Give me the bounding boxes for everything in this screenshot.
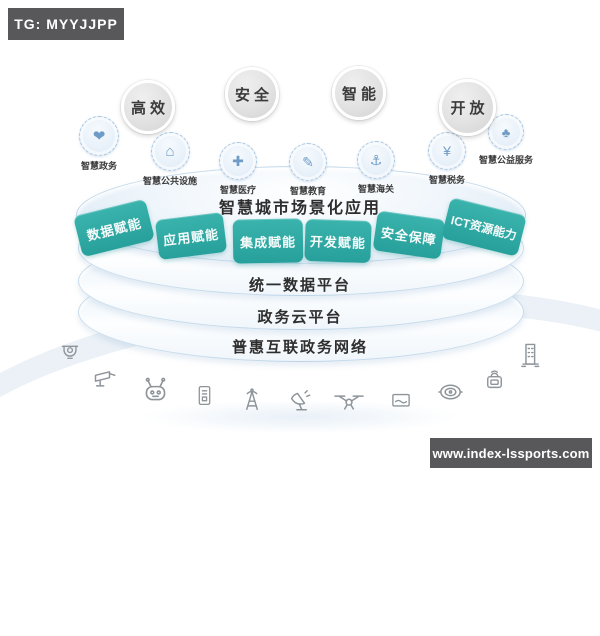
service-label: 智慧税务 [428,175,465,185]
layer-label-unified-data-platform: 统一数据平台 [248,277,351,294]
value-bubble-intelligent: 智能 [332,66,386,120]
education-globe-icon: ✎ [289,143,327,181]
smart-camera-icon [481,366,508,393]
service-smart-taxation: ¥ 智慧税务 [415,132,479,186]
service-label: 智慧海关 [357,184,394,194]
capability-application-enablement: 应用赋能 [154,212,228,260]
capability-integration-enablement: 集成赋能 [232,218,304,264]
display-screen-icon [388,387,414,413]
service-smart-public-welfare: ♣ 智慧公益服务 [472,114,540,166]
service-smart-healthcare: ✚ 智慧医疗 [206,142,270,196]
service-smart-education: ✎ 智慧教育 [276,143,340,197]
heart-hands-globe-icon: ❤ [79,116,119,156]
service-smart-public-facilities: ⌂ 智慧公共设施 [133,132,207,187]
telegram-watermark-tag: TG: MYYJJPP [8,8,124,40]
drone-icon [332,388,366,414]
robot-vacuum-icon [436,379,465,405]
capability-development-enablement: 开发赋能 [304,218,372,264]
service-smart-government: ❤ 智慧政务 [67,116,131,172]
kiosk-panel-icon [192,383,217,408]
public-welfare-shield-globe-icon: ♣ [488,114,524,150]
robot-icon [140,375,171,406]
service-label: 智慧公共设施 [142,176,197,186]
website-watermark-tag: www.index-lssports.com [430,438,592,468]
cctv-camera-icon [92,366,120,394]
service-label: 智慧政务 [80,161,117,171]
signal-tower-icon [238,386,266,414]
smart-city-diagram: { "overlay": { "top_left_tag": "TG: MYYJ… [0,8,600,636]
layer-label-inclusive-gov-network: 普惠互联政务网络 [231,339,368,356]
layer-label-gov-cloud-platform: 政务云平台 [257,309,343,326]
value-bubble-secure: 安全 [225,67,279,121]
value-bubble-open: 开放 [439,79,496,136]
medical-globe-icon: ✚ [219,142,257,180]
customs-anchor-globe-icon: ⚓ [357,141,395,179]
service-label: 智慧教育 [289,186,326,196]
service-label: 智慧公益服务 [478,155,533,165]
service-label: 智慧医疗 [219,185,256,195]
value-bubble-efficient: 高效 [121,80,175,134]
tax-globe-icon: ¥ [428,132,466,170]
facility-globe-icon: ⌂ [150,132,190,171]
application-layer-title: 智慧城市场景化应用 [218,200,381,217]
dome-camera-icon [57,342,83,368]
building-icon [518,341,542,371]
satellite-dish-icon [287,387,315,415]
service-smart-customs: ⚓ 智慧海关 [344,141,408,195]
